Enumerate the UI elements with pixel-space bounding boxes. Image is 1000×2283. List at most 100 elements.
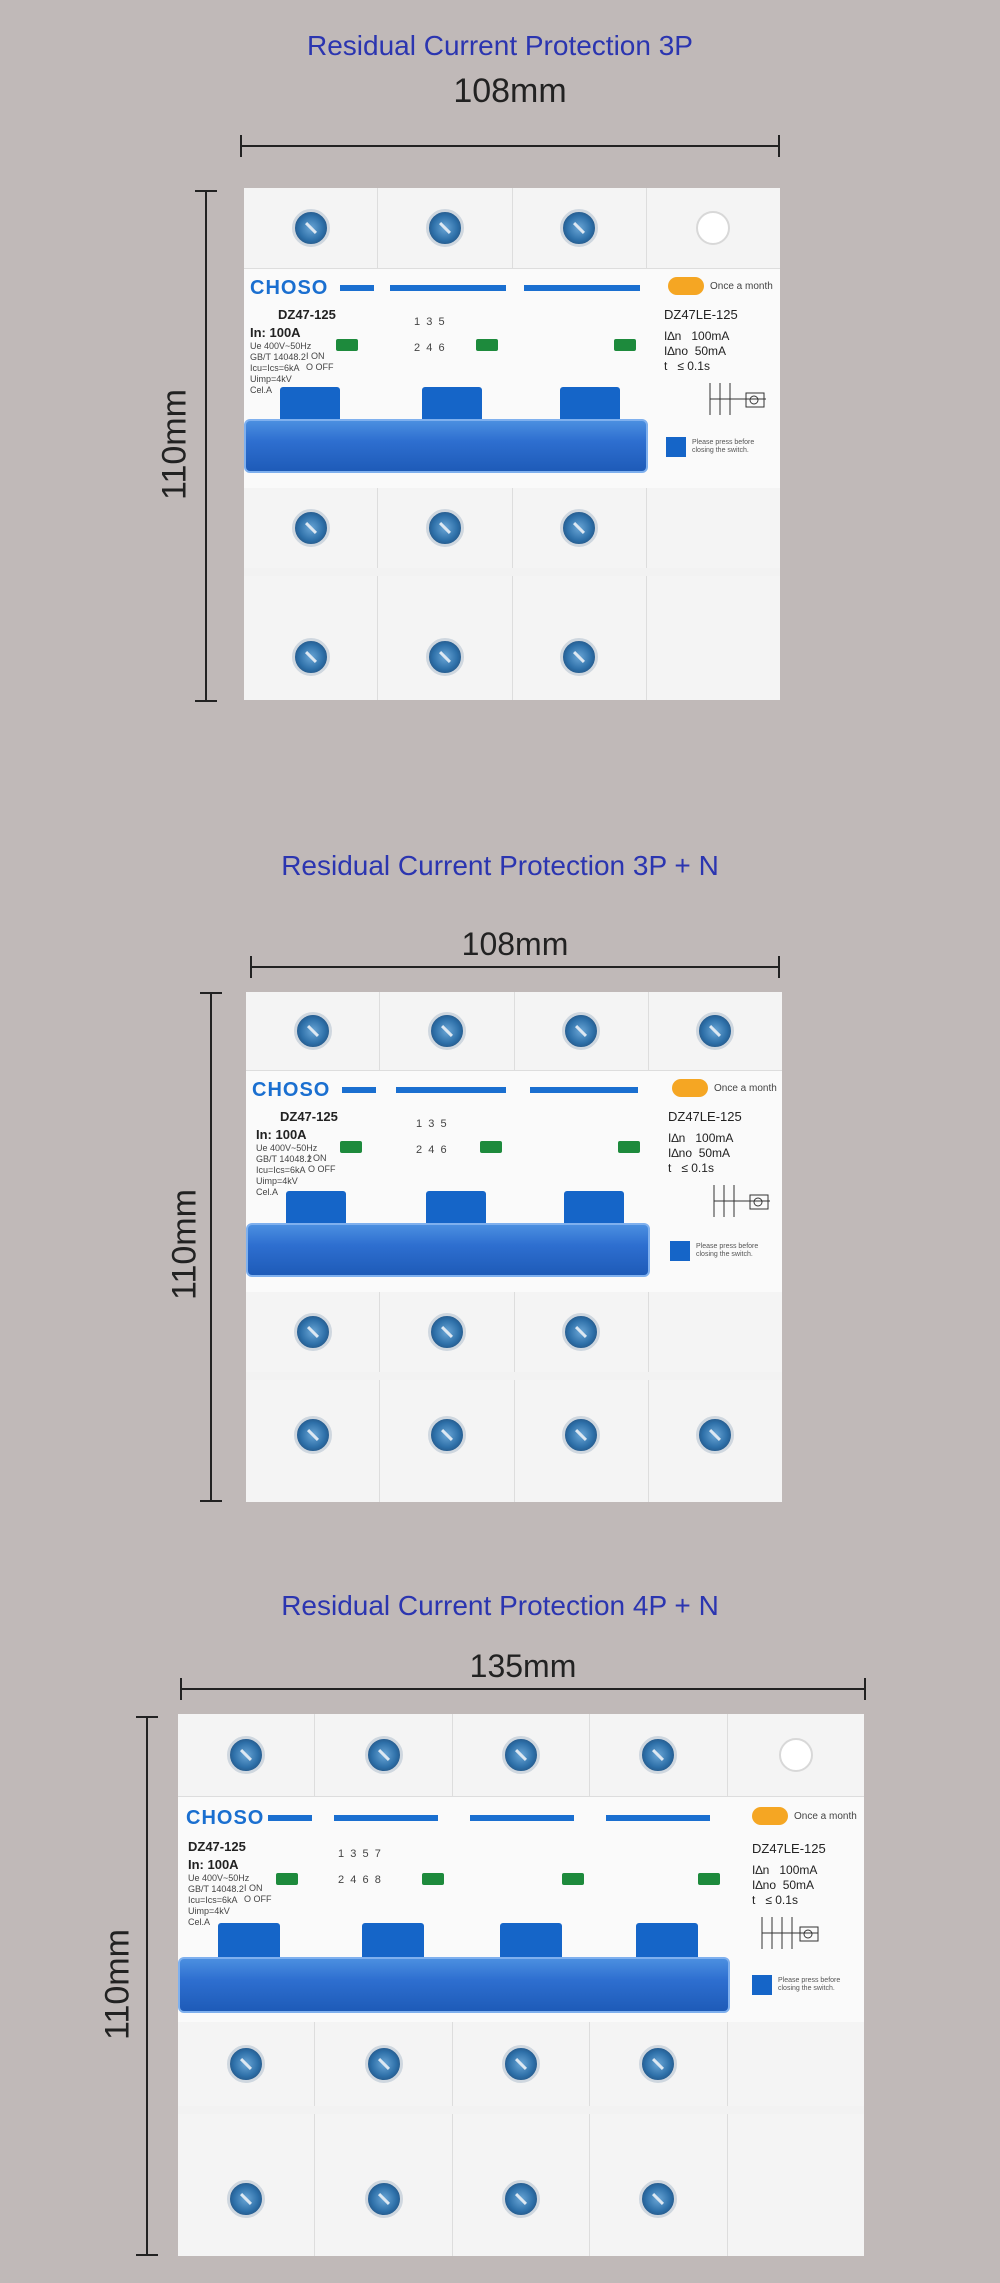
once-a-month-text: Once a month [714, 1083, 777, 1094]
screw-icon [562, 1012, 601, 1050]
height-label: 110mm [98, 1929, 137, 2040]
blue-bar [340, 285, 374, 291]
test-indicator-orange [752, 1807, 788, 1825]
screw-icon [639, 2045, 678, 2083]
rcd-model-text: DZ47LE-125 [668, 1109, 742, 1124]
empty-terminal-icon [696, 211, 731, 245]
screw-icon [291, 509, 330, 547]
test-indicator-orange [672, 1079, 708, 1097]
model-text: DZ47-125 [278, 307, 336, 322]
rcd-spec-text: I∆n 100mA I∆no 50mA t ≤ 0.1s [668, 1131, 734, 1175]
rcd-model-text: DZ47LE-125 [752, 1841, 826, 1856]
indicator-green [698, 1873, 720, 1885]
top-terminals [246, 992, 782, 1070]
height-label: 110mm [165, 1189, 204, 1300]
screw-icon [227, 2045, 266, 2083]
section-title: Residual Current Protection 3P [307, 30, 693, 61]
test-button[interactable] [666, 437, 686, 457]
rcd-spec-text: I∆n 100mA I∆no 50mA t ≤ 0.1s [664, 329, 730, 373]
screw-icon [696, 1415, 735, 1454]
terminal-markings: 1 3 5 7 2 4 6 8 [338, 1848, 381, 1886]
top-terminals [244, 188, 780, 268]
rcd-spec-text: I∆n 100mA I∆no 50mA t ≤ 0.1s [752, 1863, 818, 1907]
rating-text: In: 100A [188, 1857, 239, 1872]
indicator-green [476, 339, 498, 351]
screw-icon [293, 1012, 332, 1050]
brand-logo: CHOSO [186, 1807, 265, 1829]
model-text: DZ47-125 [280, 1109, 338, 1124]
screw-icon [639, 1736, 678, 1774]
test-indicator-orange [668, 277, 704, 295]
screw-icon [291, 209, 330, 247]
bottom-terminals [244, 576, 780, 700]
screw-icon [427, 1313, 466, 1351]
handle[interactable] [362, 1923, 424, 1963]
screw-icon [696, 1012, 735, 1050]
press-instruction: Please press before closing the switch. [778, 1977, 841, 1992]
screw-icon [227, 2180, 266, 2219]
breaker-3p: CHOSO DZ47-125 In: 100A Ue 400V~50Hz GB/… [244, 188, 780, 700]
handle[interactable] [636, 1923, 698, 1963]
spec-text: Ue 400V~50Hz GB/T 14048.2 Icu=Ics=6kA Ui… [250, 341, 312, 395]
lower-terminals [244, 488, 780, 568]
screw-icon [425, 509, 464, 547]
blue-bar [396, 1087, 506, 1093]
once-a-month-text: Once a month [794, 1811, 857, 1822]
blue-bar [470, 1815, 574, 1821]
screw-icon [502, 1736, 541, 1774]
width-dimension-line [180, 1678, 866, 1700]
rating-text: In: 100A [256, 1127, 307, 1142]
handle-tie-bar[interactable] [244, 419, 648, 473]
screw-icon [227, 1736, 266, 1774]
wiring-diagram-icon [761, 1917, 819, 1949]
blue-bar [268, 1815, 312, 1821]
model-text: DZ47-125 [188, 1839, 246, 1854]
screw-icon [425, 637, 464, 676]
on-off-text: I ON O OFF [308, 1153, 336, 1174]
screw-icon [293, 1415, 332, 1454]
handle[interactable] [500, 1923, 562, 1963]
lower-terminals [178, 2022, 864, 2106]
screw-icon [639, 2180, 678, 2219]
test-button[interactable] [670, 1241, 690, 1261]
brand-logo: CHOSO [250, 277, 329, 299]
once-a-month-text: Once a month [710, 281, 773, 292]
wiring-diagram-icon [709, 383, 766, 415]
indicator-green [562, 1873, 584, 1885]
bottom-terminals [246, 1380, 782, 1502]
on-off-text: I ON O OFF [306, 351, 334, 372]
screw-icon [562, 1313, 601, 1351]
section-3p-n: Residual Current Protection 3P + N 108mm… [0, 820, 1000, 1540]
blue-bar [342, 1087, 376, 1093]
screw-icon [427, 1012, 466, 1050]
width-dimension-line [240, 135, 780, 157]
screw-icon [502, 2180, 541, 2219]
on-off-text: I ON O OFF [244, 1883, 272, 1904]
brand-logo: CHOSO [252, 1079, 331, 1101]
handle[interactable] [218, 1923, 280, 1963]
empty-terminal-icon [778, 1738, 813, 1772]
bottom-terminals [178, 2114, 864, 2256]
screw-icon [364, 2180, 403, 2219]
indicator-green [480, 1141, 502, 1153]
spec-text: Ue 400V~50Hz GB/T 14048.2 Icu=Ics=6kA Ui… [188, 1873, 250, 1927]
blue-bar [530, 1087, 638, 1093]
width-dimension-line [250, 956, 780, 978]
breaker-face: CHOSO DZ47-125 In: 100A Ue 400V~50Hz GB/… [244, 268, 780, 490]
blue-bar [334, 1815, 438, 1821]
indicator-green [336, 339, 358, 351]
screw-icon [425, 209, 464, 247]
screw-icon [291, 637, 330, 676]
width-label: 108mm [461, 926, 569, 962]
terminal-markings: 1 3 5 2 4 6 [416, 1118, 447, 1156]
handle-tie-bar[interactable] [246, 1223, 650, 1277]
indicator-green [340, 1141, 362, 1153]
test-button[interactable] [752, 1975, 772, 1995]
indicator-green [614, 339, 636, 351]
terminal-markings: 1 3 5 2 4 6 [414, 316, 445, 354]
breaker-3p-n: CHOSO DZ47-125 In: 100A Ue 400V~50Hz GB/… [246, 992, 782, 1502]
section-title: Residual Current Protection 4P + N [281, 1590, 719, 1621]
handle-tie-bar[interactable] [178, 1957, 730, 2013]
screw-icon [364, 2045, 403, 2083]
height-dimension-line [200, 992, 222, 1502]
